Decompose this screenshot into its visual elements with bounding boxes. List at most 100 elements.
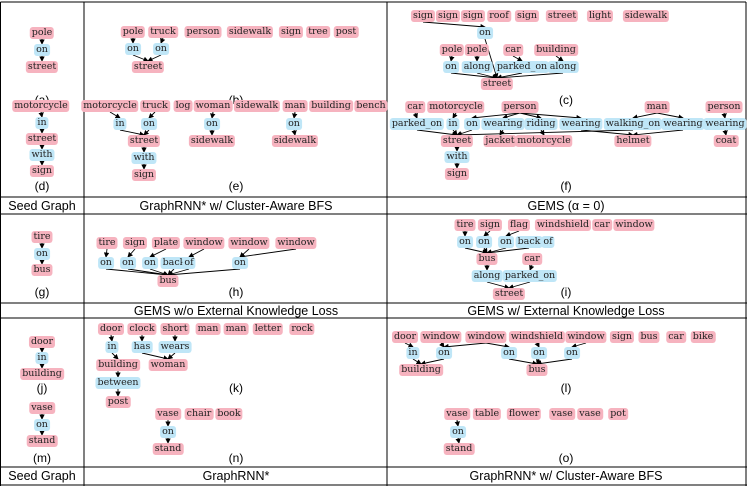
edge-i-along-to-i-street xyxy=(486,281,510,290)
relation-node-f-with: with xyxy=(444,151,470,163)
object-node-i-bus: bus xyxy=(476,253,498,265)
relation-node-c-on: on xyxy=(443,61,459,73)
object-node-c-sign4: sign xyxy=(514,10,540,22)
object-node-i-car: car xyxy=(522,253,542,265)
relation-node-e-on2: on xyxy=(204,118,220,130)
object-node-o-vase3: vase xyxy=(577,408,603,420)
object-node-d-street: street xyxy=(25,133,59,145)
edge-f-motorcycle-to-f-in xyxy=(452,112,458,119)
relation-node-h-on3: on xyxy=(142,257,158,269)
object-node-b-person: person xyxy=(184,26,222,38)
object-node-k-man2: man xyxy=(223,323,249,335)
panel-label-j: (j) xyxy=(36,381,48,395)
edge-c-pole1-to-c-on xyxy=(449,55,455,62)
edge-i-sign-to-i-on2 xyxy=(483,230,491,237)
panel-label-c: (c) xyxy=(559,93,573,107)
object-node-c-car: car xyxy=(503,44,523,56)
object-node-c-sign1: sign xyxy=(410,10,436,22)
object-node-e-building: building xyxy=(309,100,353,112)
relation-node-h-on2: on xyxy=(120,257,136,269)
edge-f-person1-to-f-wearing1 xyxy=(502,112,521,120)
object-node-k-post: post xyxy=(105,396,131,408)
edge-c-on-to-c-street xyxy=(450,72,498,81)
object-node-c-sign2: sign xyxy=(435,10,461,22)
relation-node-b-on2: on xyxy=(153,43,169,55)
relation-node-e-on1: on xyxy=(141,118,157,130)
object-node-f-person1: person xyxy=(501,101,539,113)
object-node-e-sign: sign xyxy=(131,169,157,181)
edge-h-window1-to-h-of xyxy=(188,248,205,258)
panel-label-d: (d) xyxy=(34,179,50,193)
relation-node-f-wearing2: wearing xyxy=(559,118,603,130)
object-node-f-jacket: jacket xyxy=(483,135,517,147)
object-node-f-helmet: helmet xyxy=(614,135,652,147)
edge-l-window2-to-l-on2 xyxy=(485,342,510,349)
object-node-f-man: man xyxy=(644,101,670,113)
edge-c-sign1-to-c-on-top xyxy=(422,21,486,30)
object-node-c-roof: roof xyxy=(487,10,511,22)
object-node-k-door: door xyxy=(97,323,125,335)
object-node-c-pole1: pole xyxy=(439,44,465,56)
object-node-c-street: street xyxy=(480,78,514,90)
header-graphrnn-cluster-bottom: GraphRNN* w/ Cluster-Aware BFS xyxy=(469,469,663,483)
relation-node-e-with: with xyxy=(131,152,157,164)
edge-e-on3-to-e-sidewalk3 xyxy=(291,129,297,136)
object-node-e-sidewalk3: sidewalk xyxy=(271,135,319,147)
relation-node-g-on: on xyxy=(34,248,50,260)
header-gems-without-ek: GEMS w/o External Knowledge Loss xyxy=(133,304,339,318)
edge-o-on-to-o-stand xyxy=(455,437,461,444)
edge-h-on1-to-h-bus xyxy=(105,268,169,278)
relation-node-l-on3: on xyxy=(531,347,547,359)
edge-e-woman-to-e-on2 xyxy=(210,111,216,119)
object-node-o-table: table xyxy=(472,408,502,420)
object-node-m-stand: stand xyxy=(26,435,58,447)
object-node-l-window2: window xyxy=(465,331,507,343)
object-node-n-vase: vase xyxy=(155,408,181,420)
edge-c-along2-to-c-street xyxy=(496,72,564,81)
header-gems-with-ek: GEMS w/ External Knowledge Loss xyxy=(467,304,665,318)
edge-c-building-to-c-along2 xyxy=(555,55,564,62)
object-node-k-short: short xyxy=(160,323,190,335)
object-node-m-vase: vase xyxy=(29,402,55,414)
panel-label-l: (l) xyxy=(560,381,572,395)
edge-i-back-to-i-bus xyxy=(486,247,530,256)
panel-label-g: (g) xyxy=(34,285,50,299)
object-node-b-post: post xyxy=(333,26,359,38)
object-node-k-rock: rock xyxy=(289,323,315,335)
edge-b-on2-to-b-street xyxy=(147,54,162,62)
object-node-a-pole: pole xyxy=(29,27,55,39)
edge-b-on1-to-b-street xyxy=(132,54,149,62)
object-node-b-street: street xyxy=(131,61,165,73)
edge-i-car-to-i-parked-on xyxy=(529,264,535,271)
edge-e-in-to-e-street xyxy=(119,129,145,137)
object-node-b-sidewalk: sidewalk xyxy=(226,26,274,38)
object-node-l-bus: bus xyxy=(526,364,548,376)
relation-node-d-in: in xyxy=(35,117,49,129)
edge-l-window2-to-l-on1 xyxy=(443,342,487,350)
edge-c-car-to-c-parked-on xyxy=(512,55,523,62)
relation-node-i-on1: on xyxy=(457,236,473,248)
edge-h-plate-to-h-on3 xyxy=(149,248,167,258)
edge-i-parked-on-to-i-street xyxy=(508,281,531,290)
object-node-h-bus: bus xyxy=(157,275,179,287)
object-node-n-book: book xyxy=(215,408,243,420)
edge-l-door-to-l-in xyxy=(404,342,414,348)
object-node-l-bike: bike xyxy=(690,331,716,343)
relation-node-a-on: on xyxy=(34,44,50,56)
relation-node-f-wearing4: wearing xyxy=(703,118,747,130)
relation-node-b-on1: on xyxy=(125,43,141,55)
edge-f-parked-on-to-f-street xyxy=(416,129,458,138)
edge-h-on3-to-h-bus xyxy=(149,268,169,277)
header-graphrnn-cluster: GraphRNN* w/ Cluster-Aware BFS xyxy=(139,199,333,213)
edge-h-tire-to-h-on1 xyxy=(103,248,110,258)
edge-e-truck-to-e-on1 xyxy=(148,111,156,119)
edge-f-car-to-f-parked-on xyxy=(412,112,418,119)
edge-e-motorcycle-to-e-in xyxy=(109,111,121,119)
relation-node-h-on1: on xyxy=(98,257,114,269)
object-node-l-sign: sign xyxy=(609,331,635,343)
object-node-o-pot: pot xyxy=(608,408,628,420)
object-node-n-stand: stand xyxy=(152,443,184,455)
object-node-e-bench: bench xyxy=(354,100,388,112)
